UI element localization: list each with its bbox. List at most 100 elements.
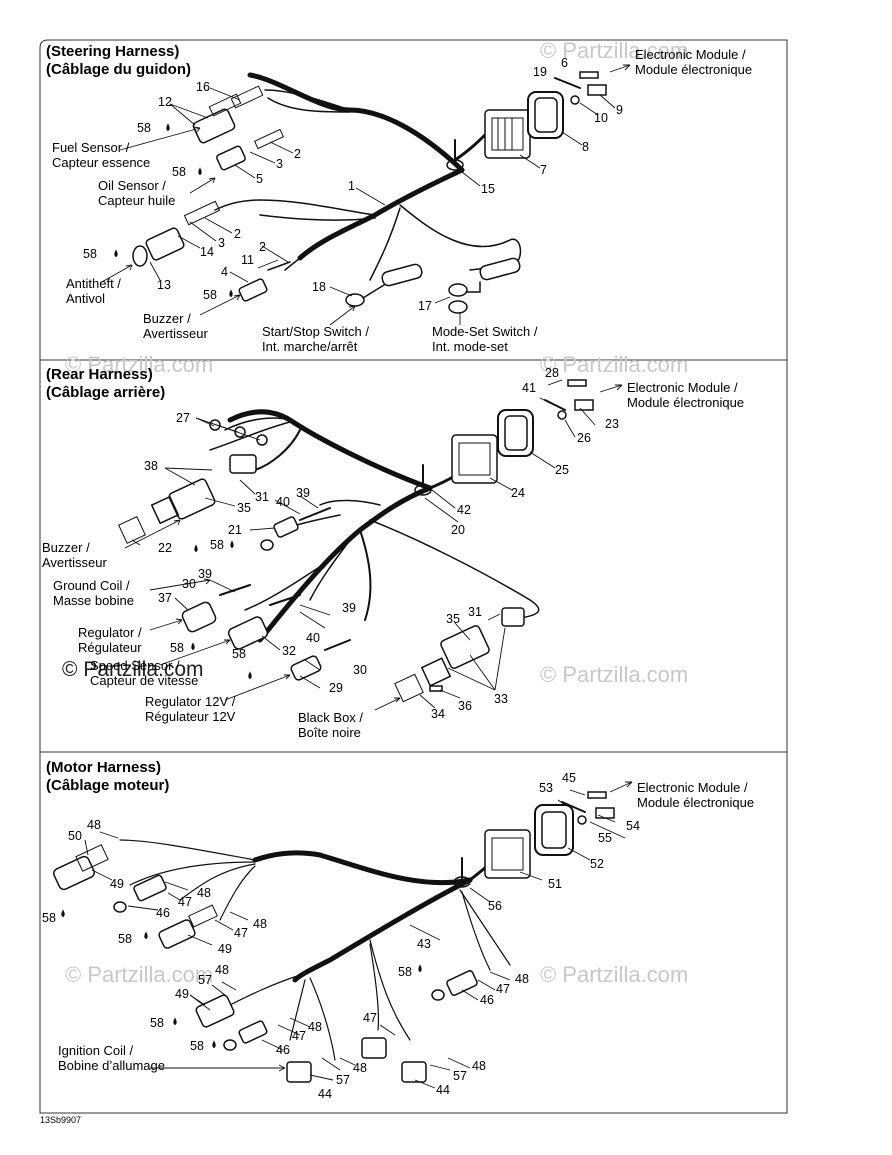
watermark: © Partzilla.com (540, 352, 688, 377)
part-number: 2 (234, 227, 241, 241)
part-number: 48 (197, 886, 211, 900)
part-number: 30 (182, 577, 196, 591)
section-titles: (Steering Harness) (Câblage du guidon) (… (46, 43, 191, 794)
callout-black-box-en: Black Box / (298, 710, 363, 725)
callout-buzzer-fr: Avertisseur (143, 326, 208, 341)
part-number: 46 (276, 1043, 290, 1057)
part-number: 58 (83, 247, 97, 261)
part-number: 32 (282, 644, 296, 658)
watermark: © Partzilla.com (540, 38, 688, 63)
part-number: 37 (158, 591, 172, 605)
part-number: 41 (522, 381, 536, 395)
callout-black-box-fr: Boîte noire (298, 725, 361, 740)
callout-oil-sensor-fr: Capteur huile (98, 193, 175, 208)
part-number: 2 (259, 240, 266, 254)
part-number: 58 (137, 121, 151, 135)
part-number: 20 (451, 523, 465, 537)
part-number: 50 (68, 829, 82, 843)
part-number: 40 (306, 631, 320, 645)
part-number: 5 (256, 172, 263, 186)
part-number: 47 (234, 926, 248, 940)
part-number: 54 (626, 819, 640, 833)
callout-regulator12-en: Regulator 12V / (145, 694, 236, 709)
callout-labels: Electronic Module / Module électronique … (42, 47, 754, 1073)
part-number: 58 (150, 1016, 164, 1030)
part-number: 58 (170, 641, 184, 655)
callout-startstop-fr: Int. marche/arrêt (262, 339, 358, 354)
part-number: 3 (218, 236, 225, 250)
part-number: 44 (318, 1087, 332, 1101)
callout-startstop-en: Start/Stop Switch / (262, 324, 369, 339)
diagram-code: 13Sb9907 (40, 1115, 81, 1125)
callout-ground-coil-fr: Masse bobine (53, 593, 134, 608)
part-number: 17 (418, 299, 432, 313)
part-number: 58 (42, 911, 56, 925)
part-number: 27 (176, 411, 190, 425)
part-number: 58 (190, 1039, 204, 1053)
watermarks: © Partzilla.com © Partzilla.com © Partzi… (62, 38, 688, 987)
outer-frame (39, 39, 788, 1114)
callout-buzzer-en: Buzzer / (143, 311, 191, 326)
callout-regulator-fr: Régulateur (78, 640, 142, 655)
watermark: © Partzilla.com (65, 962, 213, 987)
callout-regulator-en: Regulator / (78, 625, 142, 640)
watermark: © Partzilla.com (540, 662, 688, 687)
part-number: 55 (598, 831, 612, 845)
part-number: 48 (353, 1061, 367, 1075)
part-number: 10 (594, 111, 608, 125)
part-number: 31 (468, 605, 482, 619)
callout-antitheft-fr: Antivol (66, 291, 105, 306)
part-number: 19 (533, 65, 547, 79)
steering-subtitle: (Câblage du guidon) (46, 61, 191, 78)
callout-buzzer-fr: Avertisseur (42, 555, 107, 570)
part-number: 48 (472, 1059, 486, 1073)
callout-electronic-module-fr: Module électronique (627, 395, 744, 410)
part-number: 57 (336, 1073, 350, 1087)
part-number: 29 (329, 681, 343, 695)
part-number: 47 (496, 982, 510, 996)
part-number: 44 (436, 1083, 450, 1097)
part-number: 1 (348, 179, 355, 193)
callout-modeset-en: Mode-Set Switch / (432, 324, 538, 339)
callout-electronic-module-en: Electronic Module / (627, 380, 738, 395)
steering-harness-drawing (114, 71, 607, 314)
callout-electronic-module-fr: Module électronique (635, 62, 752, 77)
part-number: 53 (539, 781, 553, 795)
part-number: 35 (446, 612, 460, 626)
part-number: 47 (363, 1011, 377, 1025)
motor-title: (Motor Harness) (46, 759, 161, 776)
rear-subtitle: (Câblage arrière) (46, 384, 165, 401)
part-number: 6 (561, 56, 568, 70)
callout-antitheft-en: Antitheft / (66, 276, 121, 291)
part-number: 58 (210, 538, 224, 552)
part-number: 7 (540, 163, 547, 177)
part-number: 39 (198, 567, 212, 581)
part-number: 47 (178, 895, 192, 909)
part-number: 14 (200, 245, 214, 259)
part-number: 25 (555, 463, 569, 477)
part-number: 45 (562, 771, 576, 785)
part-number: 48 (308, 1020, 322, 1034)
part-number: 47 (292, 1029, 306, 1043)
leader-lines (84, 64, 633, 1089)
part-number: 35 (237, 501, 251, 515)
part-number: 28 (545, 366, 559, 380)
part-number: 18 (312, 280, 326, 294)
part-number: 57 (453, 1069, 467, 1083)
motor-harness-drawing (53, 791, 615, 1083)
part-number: 15 (481, 182, 495, 196)
part-number: 22 (158, 541, 172, 555)
part-number: 52 (590, 857, 604, 871)
callout-electronic-module-en: Electronic Module / (637, 780, 748, 795)
callout-ignition-coil-fr: Bobine d’allumage (58, 1058, 165, 1073)
callout-speed-sensor-fr: Capteur de vitesse (90, 673, 198, 688)
part-number: 48 (215, 963, 229, 977)
callout-ground-coil-en: Ground Coil / (53, 578, 130, 593)
section-frames (39, 39, 788, 1114)
part-number: 58 (203, 288, 217, 302)
part-number: 49 (175, 987, 189, 1001)
part-number: 49 (110, 877, 124, 891)
part-number: 8 (582, 140, 589, 154)
part-number: 4 (221, 265, 228, 279)
